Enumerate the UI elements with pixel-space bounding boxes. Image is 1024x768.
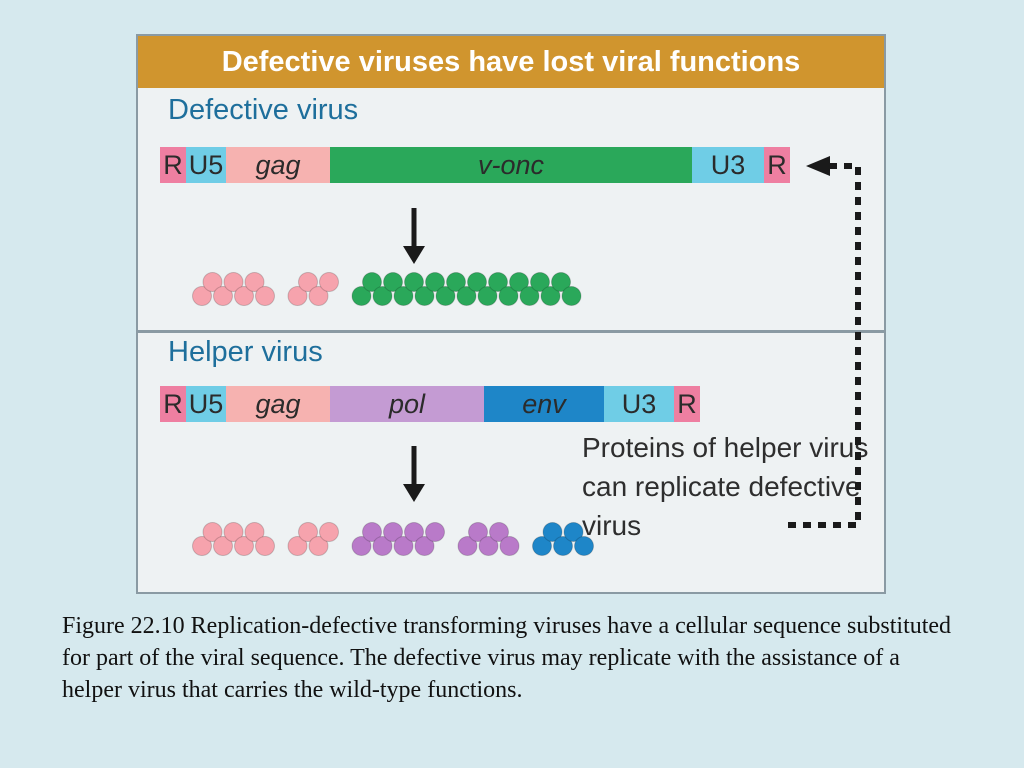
proteins-helper-bead-4-0 (532, 536, 552, 556)
proteins-defective-bead-2-10 (456, 286, 477, 306)
proteins-defective-bead-2-20 (561, 286, 582, 306)
proteins-defective-bead-2-16 (519, 286, 540, 306)
helper-protein-chains (192, 522, 594, 556)
proteins-defective-bead-2-18 (540, 286, 561, 306)
proteins-helper-bead-2-6 (414, 536, 435, 556)
helper-genome-segment-3: pol (330, 386, 484, 422)
helper-down-arrow-head (403, 484, 425, 502)
defective-genome-segment-1: U5 (186, 147, 226, 183)
proteins-helper-bead-2-5 (404, 522, 424, 542)
proteins-helper-bead-0-5 (244, 522, 265, 542)
proteins-helper-bead-1-1 (298, 522, 318, 542)
helper-to-defective-arrow (788, 156, 861, 528)
proteins-defective-bead-1-1 (298, 272, 318, 292)
proteins-defective-bead-2-9 (446, 272, 466, 292)
proteins-defective-bead-2-19 (551, 272, 571, 292)
proteins-helper-bead-4-2 (553, 536, 573, 556)
proteins-defective-bead-0-5 (244, 272, 265, 292)
figure-title: Defective viruses have lost viral functi… (138, 36, 884, 88)
proteins-defective-bead-2-3 (383, 272, 403, 292)
proteins-defective-bead-0-1 (202, 272, 223, 292)
proteins-defective-bead-0-2 (213, 286, 233, 306)
translation-arrows (403, 208, 425, 502)
proteins-helper-bead-4-3 (563, 522, 584, 542)
proteins-helper-bead-0-1 (202, 522, 223, 542)
proteins-helper-bead-3-4 (499, 536, 520, 556)
helper-genome-segment-2: gag (226, 386, 330, 422)
proteins-defective-bead-2-0 (351, 286, 372, 306)
proteins-defective-bead-2-7 (425, 272, 445, 292)
proteins-defective-bead-0-6 (255, 286, 275, 306)
proteins-defective-bead-0-3 (223, 272, 244, 292)
proteins-defective-bead-2-1 (362, 272, 382, 292)
proteins-defective-bead-2-5 (404, 272, 424, 292)
helper-genome-segment-4: env (484, 386, 604, 422)
proteins-helper-bead-1-3 (319, 522, 339, 542)
proteins-defective-bead-1-3 (319, 272, 339, 292)
proteins-defective-bead-2-2 (372, 286, 393, 306)
figure-panel: Defective viruses have lost viral functi… (136, 34, 886, 594)
helper-genome-segment-6: R (674, 386, 700, 422)
dotted-return-arrowhead (806, 156, 830, 176)
helper-note: Proteins of helper virus can replicate d… (582, 432, 869, 541)
proteins-helper-bead-3-1 (468, 522, 488, 542)
proteins-helper-bead-2-0 (351, 536, 372, 556)
proteins-defective-bead-1-0 (287, 286, 308, 306)
proteins-helper-bead-3-2 (478, 536, 499, 556)
proteins-defective-bead-2-13 (488, 272, 508, 292)
diagram-overlay (192, 156, 861, 556)
proteins-helper-bead-4-4 (574, 536, 594, 556)
section-divider (138, 330, 884, 333)
proteins-helper-bead-2-7 (425, 522, 445, 542)
helper-virus-label: Helper virus (168, 336, 323, 368)
proteins-helper-bead-2-2 (372, 536, 393, 556)
proteins-defective-bead-0-0 (192, 286, 212, 306)
defective-genome-segment-3: v-onc (330, 147, 692, 183)
proteins-defective-bead-2-15 (509, 272, 529, 292)
proteins-helper-bead-3-0 (457, 536, 478, 556)
proteins-helper-bead-3-3 (489, 522, 509, 542)
proteins-defective-bead-2-11 (467, 272, 487, 292)
defective-genome-segment-4: U3 (692, 147, 764, 183)
proteins-defective-bead-0-4 (234, 286, 254, 306)
proteins-helper-bead-0-4 (234, 536, 254, 556)
helper-genome-segment-1: U5 (186, 386, 226, 422)
proteins-helper-bead-0-2 (213, 536, 233, 556)
proteins-helper-bead-2-1 (362, 522, 382, 542)
defective-virus-label: Defective virus (168, 94, 359, 126)
proteins-helper-bead-2-3 (383, 522, 403, 542)
proteins-defective-bead-2-8 (435, 286, 456, 306)
proteins-helper-bead-1-0 (287, 536, 308, 556)
helper-genome-segment-0: R (160, 386, 186, 422)
proteins-defective-bead-2-14 (498, 286, 519, 306)
proteins-defective-bead-2-6 (414, 286, 435, 306)
proteins-defective-bead-1-2 (308, 286, 329, 306)
defective-down-arrow-head (403, 246, 425, 264)
defective-genome-segment-0: R (160, 147, 186, 183)
proteins-helper-bead-1-2 (308, 536, 329, 556)
figure-caption: Figure 22.10 Replication-defective trans… (62, 613, 952, 703)
helper-genome-segment-5: U3 (604, 386, 674, 422)
defective-protein-chains (192, 272, 582, 306)
defective-genome-segment-2: gag (226, 147, 330, 183)
proteins-helper-bead-0-3 (223, 522, 244, 542)
proteins-helper-bead-2-4 (393, 536, 414, 556)
proteins-defective-bead-2-12 (477, 286, 498, 306)
proteins-defective-bead-2-17 (530, 272, 550, 292)
defective-genome-segment-5: R (764, 147, 790, 183)
proteins-helper-bead-0-6 (255, 536, 275, 556)
proteins-helper-bead-0-0 (192, 536, 212, 556)
dotted-return-line (788, 163, 861, 528)
proteins-defective-bead-2-4 (393, 286, 414, 306)
proteins-helper-bead-4-1 (542, 522, 563, 542)
